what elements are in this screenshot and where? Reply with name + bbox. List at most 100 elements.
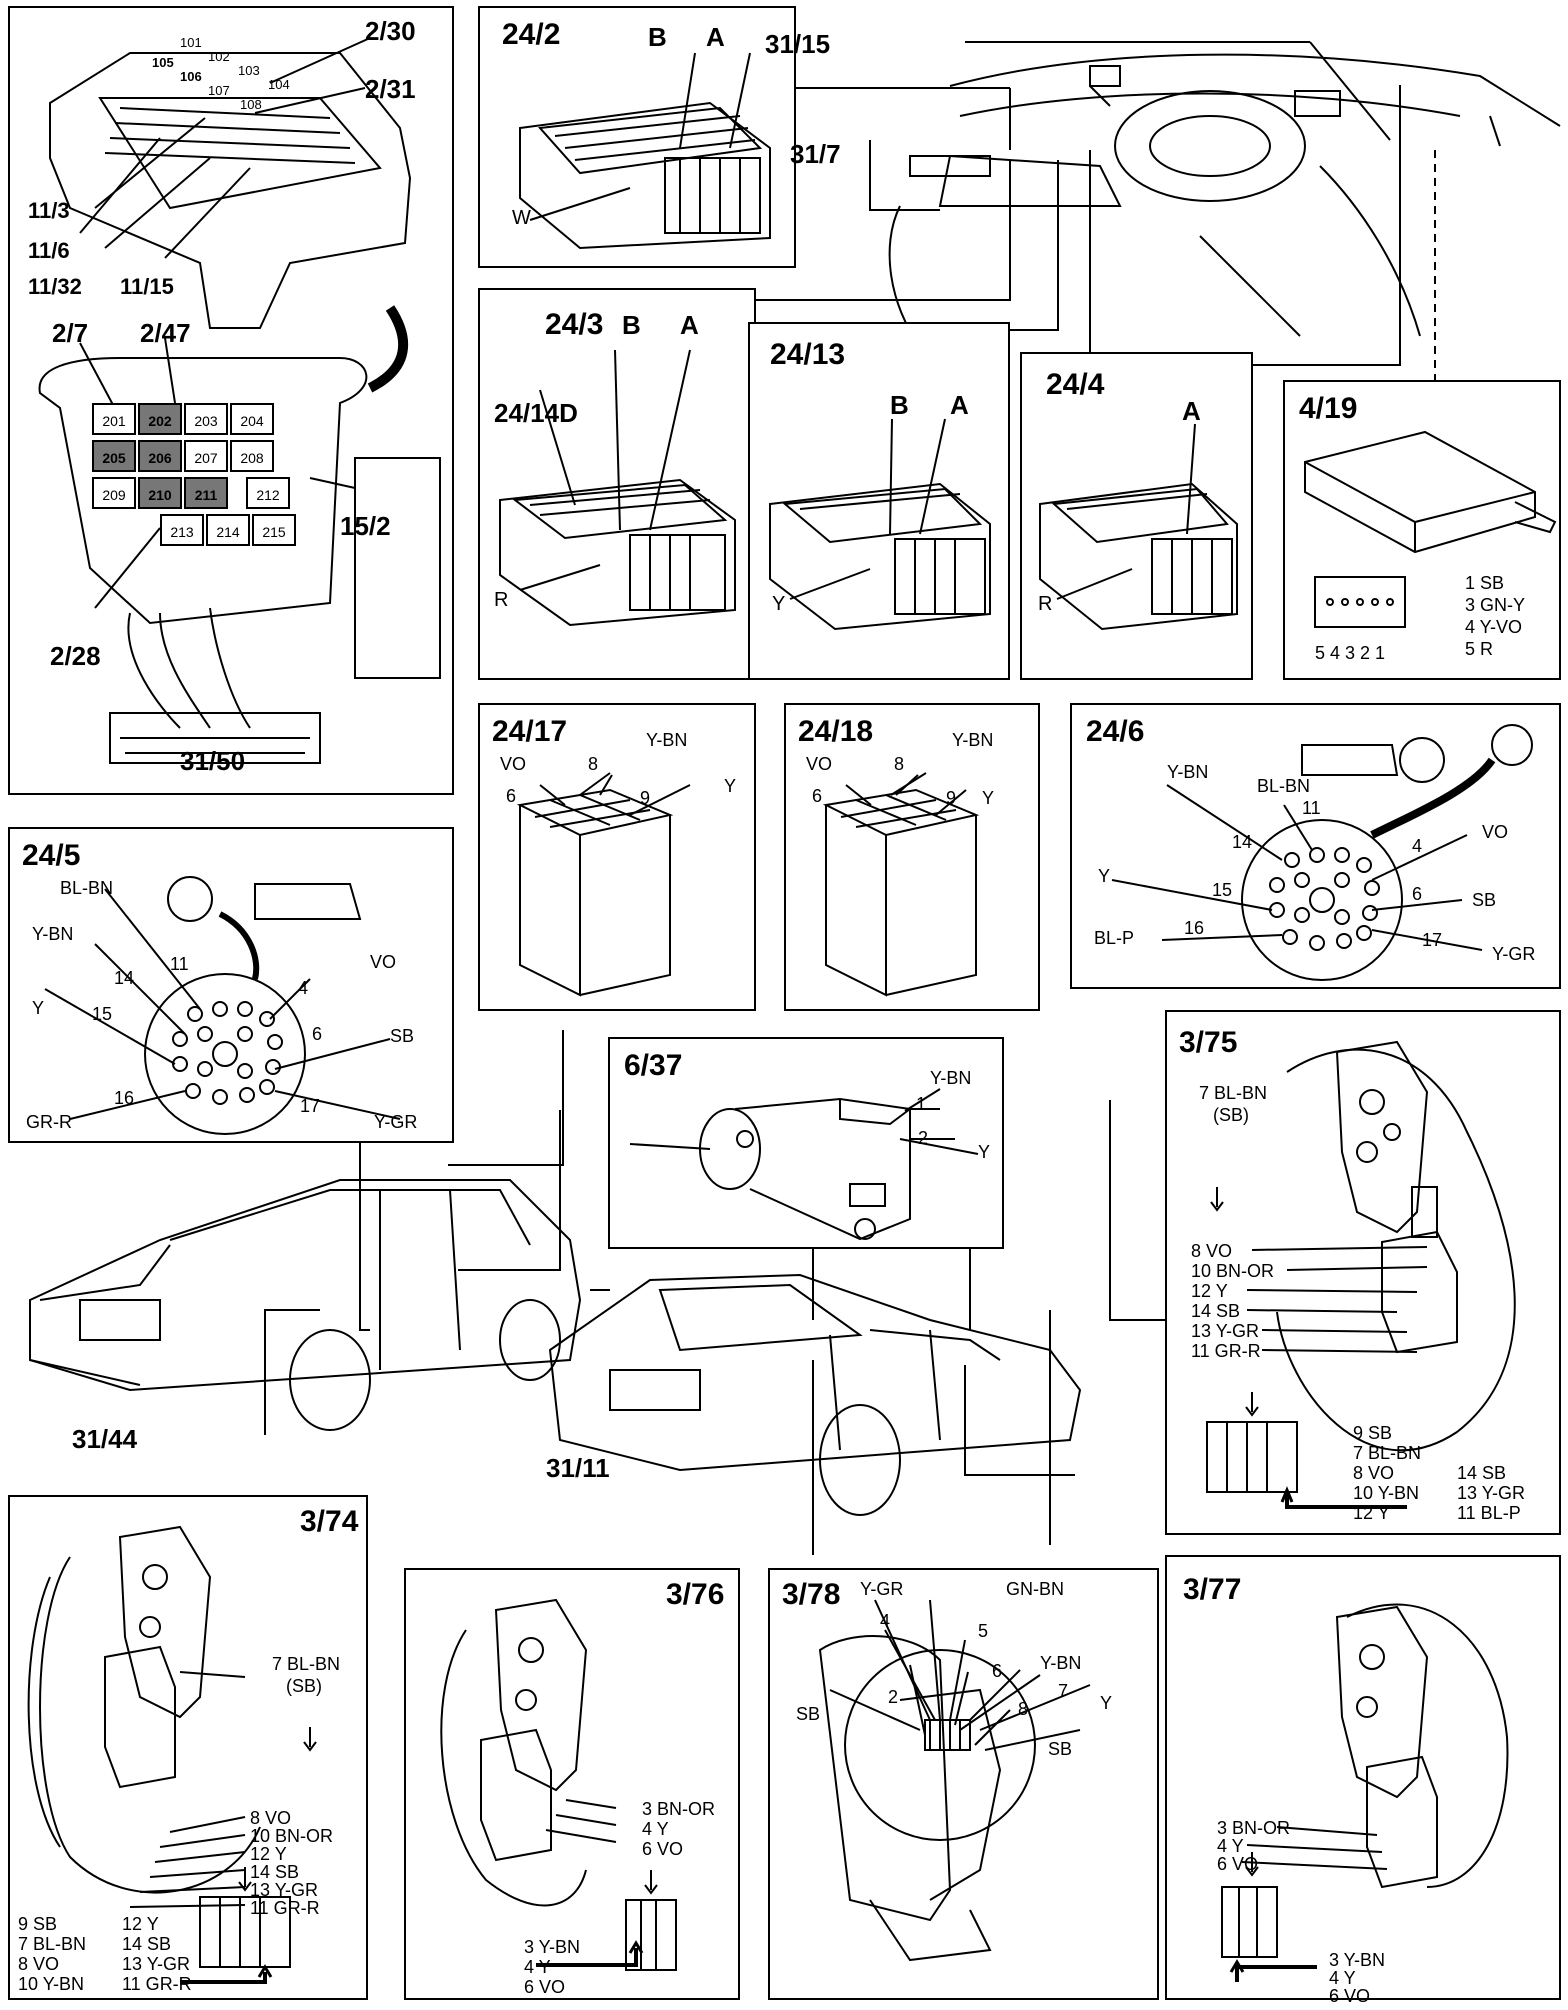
connector-24-5-wire-sb: SB [390,1026,415,1046]
lock-3-76-drawing [440,1598,677,1971]
lock-3-76-wire-2: 4 Y [642,1819,669,1839]
switch-3-78-pin-6: 6 [992,1661,1003,1681]
connector-24-4-label-a: A [1182,396,1201,426]
lock-3-75-panel: 3/75 7 BL-BN (SB) 8 VO 10 BN-OR 12 Y 14 … [1165,1010,1561,1535]
car-front-drawing [29,1179,582,1431]
callout-11-3: 11/3 [28,198,70,223]
connector-24-13-label-b: B [890,390,909,420]
connector-24-17-wire-y: Y [724,776,737,796]
fuse-107: 107 [208,83,230,98]
connector-24-5-wire-ybn: Y-BN [32,924,74,944]
lock-3-75-plug-2: 7 BL-BN [1353,1443,1422,1463]
connector-24-3-label-r: R [494,589,509,611]
fuse-101: 101 [180,35,202,50]
relay-215: 215 [252,514,296,546]
relay-212: 212 [246,477,290,509]
connector-24-5-pin-17: 17 [300,1096,321,1116]
connector-24-5-wire-y: Y [32,998,45,1018]
lock-3-74-plug-3: 8 VO [18,1954,60,1974]
switch-3-78-pin-7: 7 [1058,1681,1069,1701]
callout-31-15: 31/15 [765,29,831,59]
lock-3-75-wire-3: 12 Y [1191,1281,1228,1301]
switch-3-78-wire-sb-right: SB [1048,1739,1073,1759]
fuse-105: 105 [152,55,174,70]
module-4-19-wire-4: 5 R [1465,639,1494,659]
callout-11-6: 11/6 [28,238,70,263]
connector-24-6-wire-blbn: BL-BN [1257,776,1311,796]
lock-3-74-wire-3: 12 Y [250,1844,287,1864]
lock-3-74-wire-4: 14 SB [250,1862,300,1882]
connector-24-5-pin-15: 15 [92,1004,113,1024]
lock-3-75-top-wire: 7 BL-BN [1199,1083,1268,1103]
connector-24-2-label-b: B [648,22,667,52]
connector-24-17-pin-8: 8 [588,754,599,774]
callout-2-7: 2/7 [52,318,89,348]
module-4-19-drawing [1304,430,1557,628]
connector-24-18-title: 24/18 [798,715,874,748]
connector-24-3-label-a: A [680,310,699,340]
connector-24-5-title: 24/5 [22,839,81,872]
connector-24-2-title: 24/2 [502,18,561,51]
lock-3-77-title: 3/77 [1183,1573,1242,1606]
connector-24-6-wire-blp: BL-P [1094,928,1135,948]
module-4-19-wire-3: 4 Y-VO [1465,617,1523,637]
lock-3-76-plug-1: 3 Y-BN [524,1937,581,1957]
lock-3-74-wire-2: 10 BN-OR [250,1826,334,1846]
connector-24-5-wire-ygr: Y-GR [374,1112,418,1132]
lock-3-74-top-wire: 7 BL-BN [272,1654,341,1674]
lock-3-74-plug-4: 10 Y-BN [18,1974,85,1994]
callout-31-7: 31/7 [790,139,841,169]
switch-3-78-wire-ygr: Y-GR [860,1579,904,1599]
lock-3-76-plug-2: 4 Y [524,1957,551,1977]
lock-3-74-wire-6: 11 GR-R [250,1898,320,1918]
relay-213: 213 [160,514,204,546]
lock-3-77-drawing [1221,1603,1509,1982]
connector-24-5-pin-11: 11 [170,954,189,974]
connector-24-18-panel: 24/18 Y-BN VO 8 6 9 Y [784,703,1040,1011]
lock-3-74-wire-5: 13 Y-GR [250,1880,319,1900]
switch-3-78-wire-sb-left: SB [796,1704,821,1724]
callout-11-32: 11/32 [28,274,82,299]
connector-24-2-label-a: A [706,22,725,52]
fuse-103: 103 [238,63,260,78]
fuse-104: 104 [268,77,290,92]
connector-24-17-pin-9: 9 [640,788,651,808]
switch-3-78-title: 3/78 [782,1578,841,1611]
connector-24-13-title: 24/13 [770,338,846,371]
callout-2-28: 2/28 [50,641,101,671]
connector-24-6-title: 24/6 [1086,715,1145,748]
lock-3-74-plug-5: 12 Y [122,1914,159,1934]
lock-3-74-plug-8: 11 GR-R [122,1974,192,1994]
connector-24-17-wire-vo: VO [500,754,527,774]
dashboard-illustration: 31/15 31/7 [765,6,1568,366]
callout-2-47: 2/47 [140,318,191,348]
lock-3-75-plug-7: 13 Y-GR [1457,1483,1526,1503]
lock-3-75-plug-4: 10 Y-BN [1353,1483,1420,1503]
switch-3-78-drawing [818,1599,1091,1962]
fuse-box-panel: 2/30 2/31 11/3 11/6 11/32 11/15 2/7 2/47… [8,6,454,795]
car-rear-drawing [548,1273,1082,1516]
lock-3-77-plug-3: 6 VO [1329,1986,1371,2006]
connector-24-5-pin-16: 16 [114,1088,135,1108]
lock-3-76-wire-1: 3 BN-OR [642,1799,716,1819]
car-front-illustration: 31/44 [10,1150,590,1470]
motor-6-37-wire-ybn: Y-BN [930,1068,972,1088]
dashboard-drawing [888,53,1561,347]
connector-24-3-panel: 24/3 B A 24/14D R [478,288,756,680]
connector-24-2-panel: 24/2 B A W [478,6,796,268]
lock-3-77-plug-2: 4 Y [1329,1968,1356,1988]
lock-3-77-wire-2: 4 Y [1217,1836,1244,1856]
module-4-19-wire-1: 1 SB [1465,573,1505,593]
lock-3-75-plug-3: 8 VO [1353,1463,1395,1483]
lock-3-76-wire-3: 6 VO [642,1839,684,1859]
module-4-19-panel: 4/19 5 4 3 2 1 1 SB 3 GN-Y 4 Y-VO 5 R [1283,380,1561,680]
relay-207: 207 [184,440,228,472]
connector-24-17-wire-ybn: Y-BN [646,730,688,750]
lock-3-76-panel: 3/76 3 BN-OR 4 Y 6 VO 3 Y-BN 4 Y 6 VO [404,1568,740,2000]
motor-6-37-drawing [629,1088,979,1241]
connector-24-6-pin-6: 6 [1412,884,1423,904]
lock-3-74-title: 3/74 [300,1505,359,1538]
lock-3-74-top-wire-alt: (SB) [286,1676,322,1696]
connector-24-5-pin-4: 4 [298,978,309,998]
